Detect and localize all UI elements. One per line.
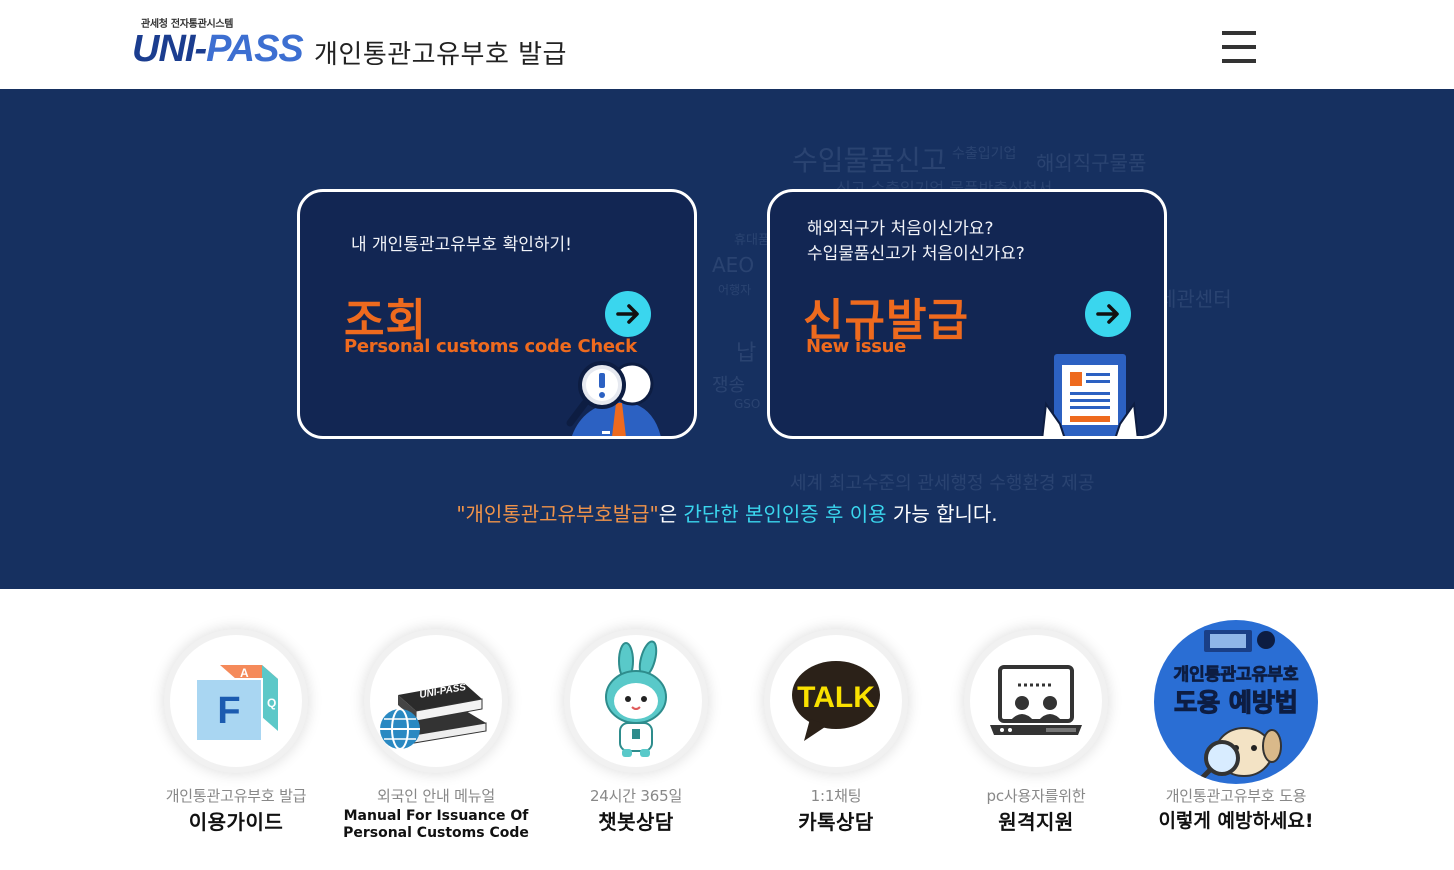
notice-part2: 은 bbox=[658, 502, 684, 526]
logo-wordmark: UNI-PASS bbox=[132, 28, 304, 71]
new-card-title: 신규발급 bbox=[803, 295, 969, 346]
lookup-card-subtitle: Personal customs code Check bbox=[344, 336, 637, 357]
bg-word: 납 bbox=[736, 341, 757, 366]
lookup-card-title: 조회 bbox=[344, 295, 427, 346]
manual-title-line2: Personal Customs Code bbox=[343, 825, 529, 841]
menu-item-main: 이용가이드 bbox=[188, 810, 284, 834]
remote-support-icon bbox=[970, 635, 1102, 767]
bg-word: 휴대품 bbox=[734, 233, 770, 248]
notice-part4: 가능 합니다. bbox=[886, 502, 998, 526]
header: 관세청 전자통관시스템 UNI-PASS 개인통관고유부호 발급 bbox=[0, 0, 1454, 89]
lookup-arrow-button[interactable] bbox=[605, 291, 651, 337]
hero-section: 수입물품신고 수출입기업 해외직구물품 신고 수출입기업 물품반출신청서 휴대품… bbox=[0, 89, 1454, 589]
menu-chatbot[interactable]: 24시간 365일 챗봇상담 bbox=[536, 620, 736, 860]
svg-text:Q: Q bbox=[267, 696, 276, 710]
fraud-prevention-icon: 개인통관고유부호 도용 예방법 bbox=[1154, 620, 1318, 784]
menu-item-sub: 개인통관고유부호 발급 bbox=[165, 787, 307, 805]
menu-item-sub: 외국인 안내 메뉴얼 bbox=[377, 787, 495, 805]
new-issue-card[interactable]: 해외직구가 처음이신가요? 수입물품신고가 처음이신가요? 신규발급 New i… bbox=[767, 189, 1167, 439]
lookup-card-description: 내 개인통관고유부호 확인하기! bbox=[351, 235, 572, 255]
menu-kakao-talk[interactable]: TALK 1:1채팅 카톡상담 bbox=[736, 620, 936, 860]
logo-pass: PASS bbox=[206, 28, 304, 70]
bg-word: 수입물품신고 bbox=[792, 144, 947, 177]
new-card-description-line1: 해외직구가 처음이신가요? bbox=[807, 219, 994, 239]
notice-service-name: "개인통관고유부호발급" bbox=[456, 502, 659, 526]
new-issue-arrow-button[interactable] bbox=[1085, 291, 1131, 337]
chatbot-mascot-icon bbox=[570, 635, 702, 767]
site-title: 개인통관고유부호 발급 bbox=[314, 40, 567, 70]
bg-word: GSO bbox=[734, 397, 761, 411]
menu-foreigner-manual[interactable]: UNI-PASS 외국인 안내 메뉴얼 Manual For Issuance … bbox=[336, 620, 536, 860]
lookup-card[interactable]: 내 개인통관고유부호 확인하기! 조회 Personal customs cod… bbox=[297, 189, 697, 439]
faq-cube-icon: F A Q bbox=[170, 635, 302, 767]
svg-text:A: A bbox=[240, 666, 249, 680]
hamburger-menu-icon[interactable] bbox=[1222, 31, 1256, 63]
bg-word: 세관센터 bbox=[1158, 287, 1232, 311]
fraud-badge-line1: 개인통관고유부호 bbox=[1173, 665, 1298, 685]
new-card-description-line2: 수입물품신고가 처음이신가요? bbox=[807, 244, 1025, 264]
notice-highlight: 간단한 본인인증 후 이용 bbox=[683, 502, 887, 526]
logo-subtext: 관세청 전자통관시스템 bbox=[141, 19, 234, 30]
notice-text: "개인통관고유부호발급"은 간단한 본인인증 후 이용 가능 합니다. bbox=[0, 498, 1454, 527]
new-card-subtitle: New issue bbox=[806, 336, 907, 357]
kakao-talk-icon: TALK bbox=[770, 635, 902, 767]
document-clipboard-icon bbox=[1041, 354, 1139, 436]
unipass-logo[interactable]: 관세청 전자통관시스템 UNI-PASS bbox=[132, 14, 307, 76]
manual-title-line1: Manual For Issuance Of bbox=[343, 808, 529, 824]
background-word-cloud: 수입물품신고 수출입기업 해외직구물품 신고 수출입기업 물품반출신청서 휴대품… bbox=[700, 129, 1232, 494]
magnifier-person-icon bbox=[566, 361, 661, 436]
menu-item-sub: pc사용자를위한 bbox=[986, 787, 1086, 805]
menu-item-main: 이렇게 예방하세요! bbox=[1158, 810, 1314, 832]
menu-item-main: 카톡상담 bbox=[798, 810, 874, 834]
manual-book-icon: UNI-PASS bbox=[370, 635, 502, 767]
arrow-right-icon bbox=[616, 304, 639, 324]
arrow-right-icon bbox=[1096, 304, 1119, 324]
menu-item-sub: 1:1채팅 bbox=[810, 787, 862, 805]
bg-word: 해외직구물품 bbox=[1036, 151, 1147, 175]
menu-fraud-prevention[interactable]: 개인통관고유부호 도용 예방법 개인통관고유부호 도용 이렇게 예방하세요! bbox=[1136, 620, 1336, 860]
bg-word: 어행자 bbox=[718, 283, 752, 297]
menu-item-sub: 24시간 365일 bbox=[589, 787, 683, 805]
logo-uni: UNI- bbox=[132, 28, 207, 70]
bg-word: AEO bbox=[712, 253, 755, 277]
svg-text:F: F bbox=[217, 690, 240, 732]
menu-usage-guide[interactable]: F A Q 개인통관고유부호 발급 이용가이드 bbox=[136, 620, 336, 860]
menu-remote-support[interactable]: pc사용자를위한 원격지원 bbox=[936, 620, 1136, 860]
menu-item-sub: 개인통관고유부호 도용 bbox=[1165, 787, 1307, 805]
bg-word: 쟁송 bbox=[712, 375, 746, 396]
menu-item-main: 챗봇상담 bbox=[598, 810, 674, 834]
bg-word: 세계 최고수준의 관세행정 수행환경 제공 bbox=[790, 473, 1095, 494]
bg-word: 수출입기업 bbox=[952, 146, 1017, 162]
menu-item-main: 원격지원 bbox=[998, 810, 1074, 834]
fraud-badge-line2: 도용 예방법 bbox=[1174, 688, 1298, 717]
talk-bubble-text: TALK bbox=[797, 681, 875, 714]
